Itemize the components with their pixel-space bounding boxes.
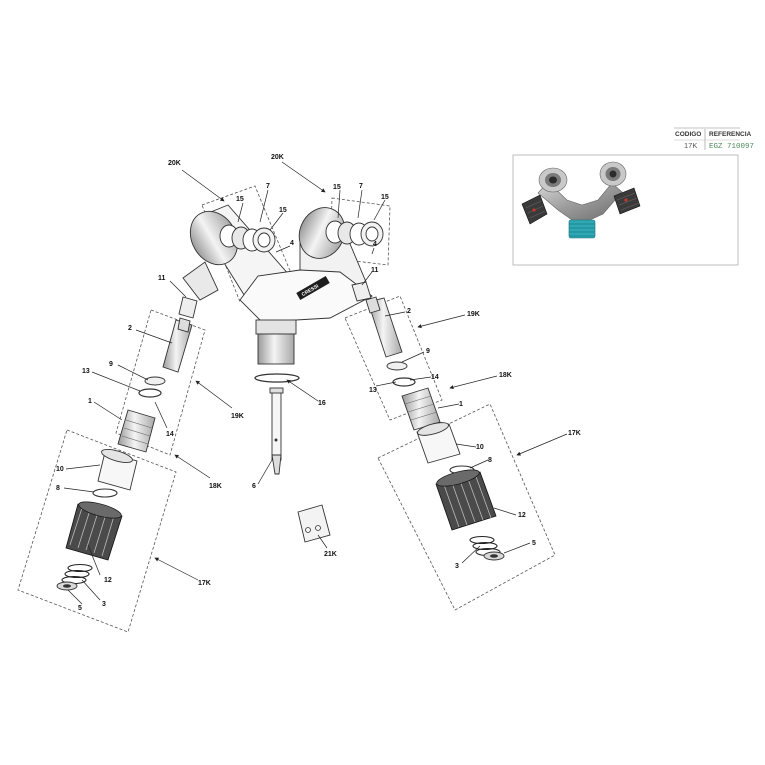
callout-12-right: 12 <box>518 512 526 519</box>
seat-assembly-left <box>219 224 276 253</box>
box-17k-right <box>377 403 556 611</box>
right-nut-10 <box>416 422 461 464</box>
box-17k-left <box>17 429 177 633</box>
callout-15-d: 15 <box>381 194 389 201</box>
callout-4-b: 4 <box>373 241 377 248</box>
callout-7-a: 7 <box>266 183 270 190</box>
callout-19k-left: 19K <box>231 413 244 420</box>
photo-right-knob <box>613 187 641 215</box>
callout-11-right: 11 <box>371 267 379 274</box>
callout-17k-right: 17K <box>568 430 581 437</box>
callout-14-right: 14 <box>431 374 439 381</box>
ref-header-reference: REFERENCIA <box>709 131 752 138</box>
callout-5-left: 5 <box>78 605 82 612</box>
right-washer-9 <box>386 361 408 371</box>
right-stem-11 <box>351 281 372 302</box>
callout-3-right: 3 <box>455 563 459 570</box>
callout-6: 6 <box>252 483 256 490</box>
callout-15-a: 15 <box>236 196 244 203</box>
callout-labels: 20K 20K 15 7 15 4 15 7 15 4 11 11 2 9 13… <box>56 154 581 612</box>
callout-2-right: 2 <box>407 308 411 315</box>
callout-8-left: 8 <box>56 485 60 492</box>
photo-teal-thread <box>568 219 596 239</box>
box-19k-right <box>344 295 443 421</box>
left-stem-11 <box>178 296 198 319</box>
left-bonnet-1 <box>117 409 156 453</box>
callout-4-a: 4 <box>290 240 294 247</box>
left-spindle-2 <box>162 317 193 373</box>
photo-left-knob <box>521 194 548 225</box>
callout-14-left: 14 <box>166 431 174 438</box>
part-21k-bracket <box>297 504 331 543</box>
callout-13-left: 13 <box>82 368 90 375</box>
product-photo <box>512 154 739 266</box>
leader-lines <box>63 161 568 605</box>
left-screw-5 <box>56 581 78 591</box>
callout-18k-right: 18K <box>499 372 512 379</box>
ref-cell-code: 17K <box>684 141 697 150</box>
right-bonnet-1 <box>401 387 441 431</box>
left-nut-10 <box>97 449 138 491</box>
callout-9-left: 9 <box>109 361 113 368</box>
callout-5-right: 5 <box>532 540 536 547</box>
ref-cell-reference: EGZ 710097 <box>709 143 754 151</box>
callout-20k-right: 20K <box>271 154 284 161</box>
callout-11-left: 11 <box>158 275 166 282</box>
callout-12-left: 12 <box>104 577 112 584</box>
callout-10-left: 10 <box>56 466 64 473</box>
left-knob-12 <box>65 501 123 561</box>
callout-15-b: 15 <box>279 207 287 214</box>
callout-15-c: 15 <box>333 184 341 191</box>
ref-header-code: CODIGO <box>675 131 701 138</box>
callout-16: 16 <box>318 400 326 407</box>
left-washer-9 <box>144 376 166 386</box>
right-oring-13 <box>392 377 416 387</box>
callout-10-right: 10 <box>476 444 484 451</box>
seat-assembly-right <box>325 220 384 247</box>
left-washer-8 <box>92 488 118 498</box>
right-knob-12 <box>435 469 497 531</box>
callout-19k-right: 19K <box>467 311 480 318</box>
box-19k-left <box>115 309 206 456</box>
callout-7-b: 7 <box>359 183 363 190</box>
callout-1-right: 1 <box>459 401 463 408</box>
callout-20k-left: 20K <box>168 160 181 167</box>
left-oring-13 <box>138 388 162 398</box>
dip-tube-6 <box>269 387 284 475</box>
callout-17k-left: 17K <box>198 580 211 587</box>
callout-21k: 21K <box>324 551 337 558</box>
right-spindle-2 <box>365 296 403 358</box>
reference-table: CODIGO REFERENCIA 17K EGZ 710097 <box>674 127 754 151</box>
callout-8-right: 8 <box>488 457 492 464</box>
callout-9-right: 9 <box>426 348 430 355</box>
callout-18k-left: 18K <box>209 483 222 490</box>
callout-2-left: 2 <box>128 325 132 332</box>
callout-3-left: 3 <box>102 601 106 608</box>
left-spring-3 <box>61 563 93 585</box>
right-screw-5 <box>483 551 505 561</box>
callout-13-right: 13 <box>369 387 377 394</box>
callout-1-left: 1 <box>88 398 92 405</box>
oring-16 <box>254 373 300 383</box>
